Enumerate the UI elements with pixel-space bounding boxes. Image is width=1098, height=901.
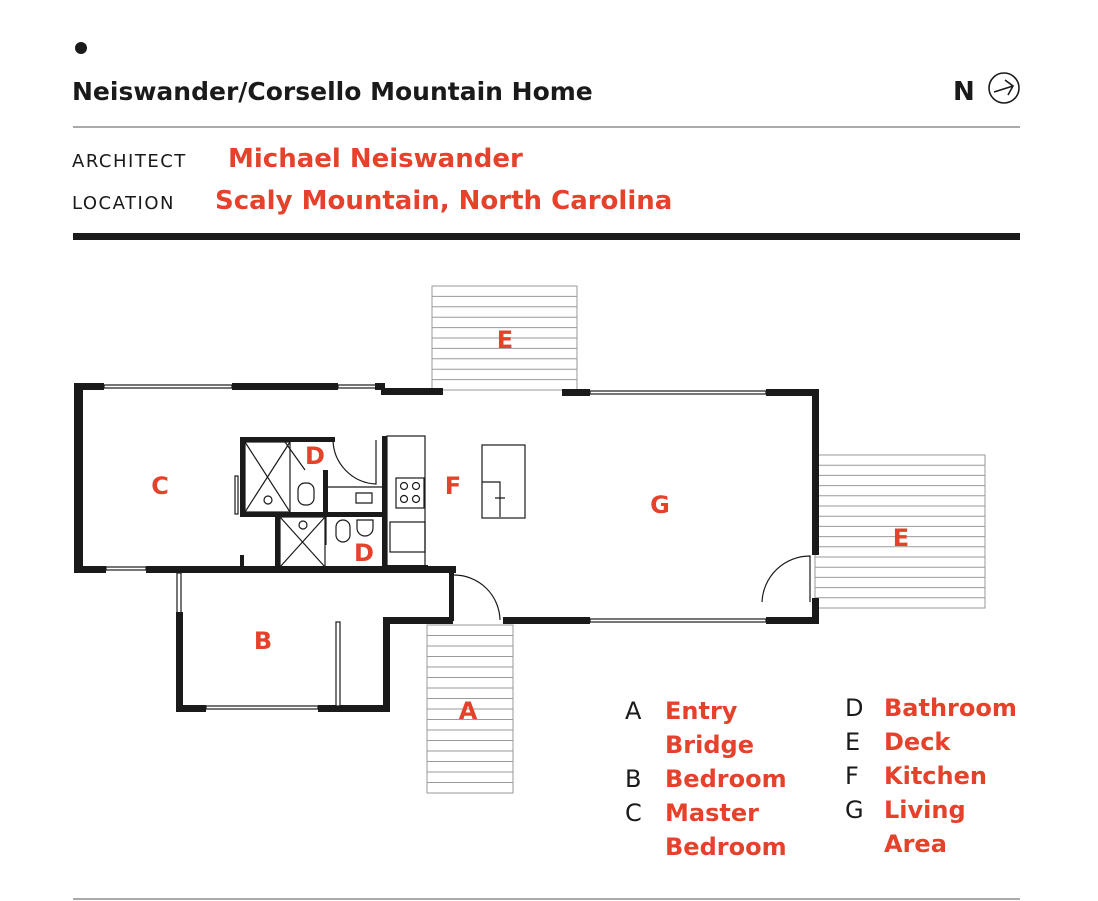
label-deck-top: E (497, 326, 513, 354)
legend-text: Entry (665, 697, 738, 725)
location-value: Scaly Mountain, North Carolina (215, 186, 672, 216)
legend-text: Area (884, 830, 947, 858)
bullet-dot (75, 42, 87, 54)
legend-letter: G (845, 796, 864, 824)
legend-letter: F (845, 762, 859, 790)
legend-letter: D (845, 694, 863, 722)
legend: A Entry Bridge B Bedroom C Master Bedroo… (625, 694, 1017, 861)
interior-walls (234, 436, 428, 570)
label-bath-upper: D (305, 442, 325, 470)
thick-divider (73, 233, 1020, 240)
fixtures (244, 435, 526, 572)
legend-text: Master (665, 799, 759, 827)
label-master: C (151, 472, 169, 500)
north-arrow-icon (988, 72, 1020, 104)
architect-label: ARCHITECT (72, 151, 187, 172)
deck-right (814, 454, 986, 609)
page-title: Neiswander/Corsello Mountain Home (72, 77, 593, 106)
legend-letter: B (625, 765, 641, 793)
label-kitchen: F (445, 472, 461, 500)
toilet-icon (297, 482, 315, 506)
label-entry: A (459, 697, 478, 725)
label-living: G (650, 491, 670, 519)
oven-icon (389, 521, 426, 553)
legend-text: Bridge (665, 731, 754, 759)
legend-letter: A (625, 697, 642, 725)
label-bedroom: B (254, 627, 272, 655)
label-bath-lower: D (354, 539, 374, 567)
legend-text: Living (884, 796, 966, 824)
architect-value: Michael Neiswander (228, 144, 523, 174)
cooktop-icon (395, 477, 425, 509)
sink-icon (356, 519, 374, 537)
label-deck-right: E (893, 524, 909, 552)
legend-letter: C (625, 799, 642, 827)
legend-letter: E (845, 728, 860, 756)
legend-text: Bedroom (665, 765, 787, 793)
legend-text: Bathroom (884, 694, 1017, 722)
legend-text: Bedroom (665, 833, 787, 861)
sink-icon (355, 492, 373, 504)
legend-text: Kitchen (884, 762, 987, 790)
door-swings (332, 439, 811, 621)
toilet-icon (335, 519, 351, 543)
legend-text: Deck (884, 728, 951, 756)
exterior-walls (74, 383, 819, 712)
location-label: LOCATION (72, 193, 175, 214)
deck-top (431, 285, 578, 391)
entry-bridge (426, 624, 514, 794)
north-label: N (953, 77, 975, 107)
